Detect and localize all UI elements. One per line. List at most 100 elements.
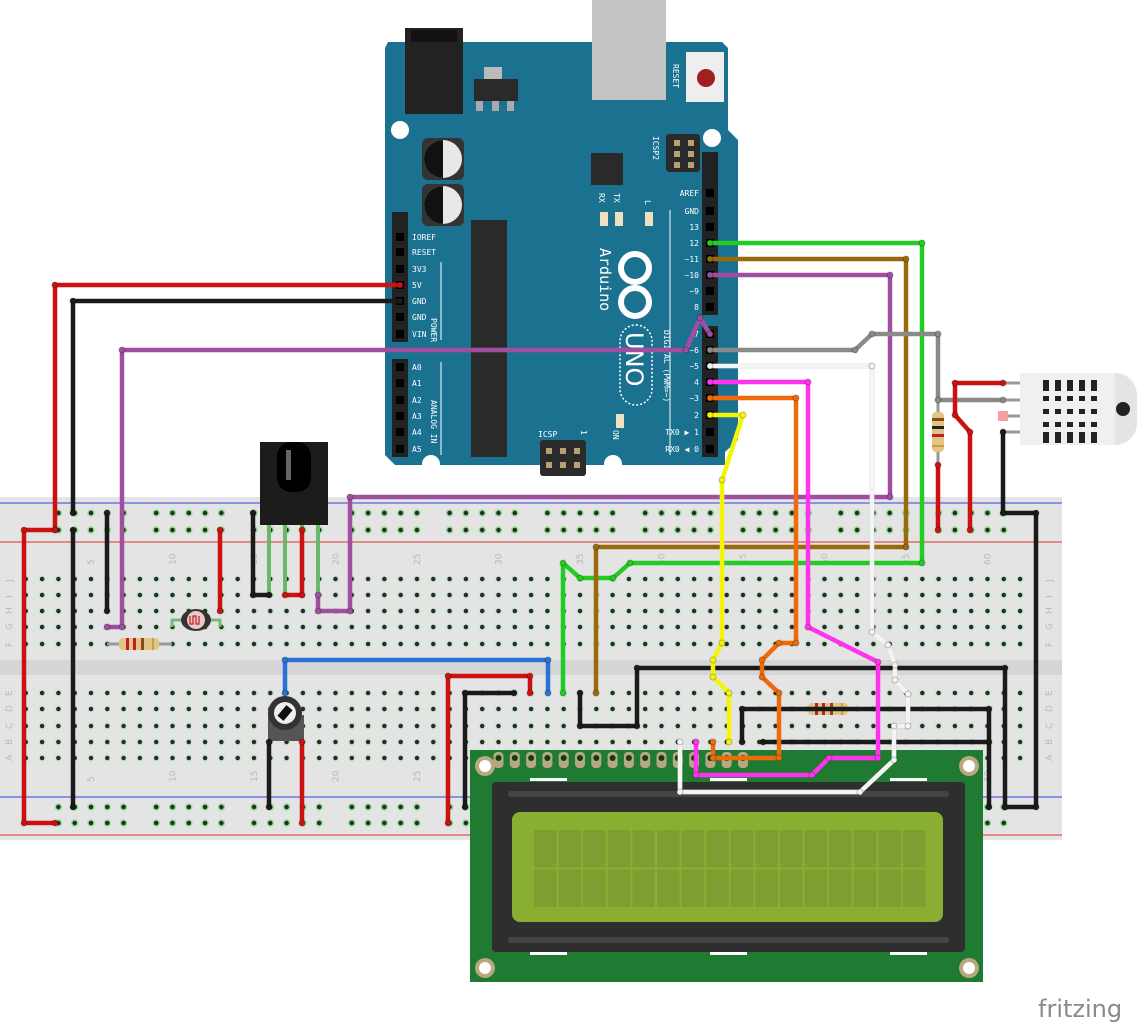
wire-rail-red-left[interactable] [21,527,58,826]
rail-hole [641,509,649,517]
rx-led [600,212,608,226]
breadboard-hole [722,607,731,615]
header-pin[interactable] [396,248,404,256]
rail-hole [282,803,291,811]
wire-joint [592,543,600,551]
breadboard-hole [266,623,275,631]
breadboard-hole [396,754,405,762]
rail-hole [348,803,356,811]
breadboard-hole [348,722,356,730]
pin-label: GND [412,313,427,322]
breadboard-hole [413,607,421,615]
breadboard-hole [918,575,927,583]
header-pin[interactable] [706,207,714,215]
wire-pin2-yellow[interactable] [707,412,746,745]
digital-header-low [702,326,718,457]
wire-lcd-rw-black[interactable] [577,665,1008,810]
header-pin[interactable] [396,428,404,436]
header-pin[interactable] [396,412,404,420]
breadboard-hole [429,738,438,746]
breadboard-hole [608,591,617,599]
row-label: B [5,739,15,745]
wire-joint [1001,664,1009,672]
potentiometer[interactable] [268,696,304,741]
fritzing-logo: fritzing [1038,995,1122,1023]
breadboard-hole [576,607,584,615]
wire-lcd-vcc-red[interactable] [445,673,533,826]
header-pin[interactable] [396,363,404,371]
wire-lcd-k-black[interactable] [739,706,992,810]
rail-hole [478,509,486,517]
icsp-pin1-label: 1 [579,430,588,435]
wire-pin12-green[interactable] [560,240,925,696]
breadboard-hole [837,575,845,583]
wire-joint [265,803,273,811]
wire-pin6-gray[interactable] [707,331,1006,403]
tx-led [615,212,623,226]
column-label: 50 [821,553,831,565]
header-pin[interactable] [706,287,714,295]
breadboard-hole [869,722,878,730]
breadboard-hole [690,623,698,631]
breadboard-hole [788,722,796,730]
lcd-pin-hole [528,755,535,761]
uno-badge [619,324,653,406]
breadboard-hole [54,722,63,730]
breadboard-hole [282,623,291,631]
pin-label: GND [412,297,427,306]
usb-port [592,0,666,100]
wire-pin3-orange[interactable] [707,395,799,761]
breadboard-hole [266,689,275,697]
wire-joint [775,689,783,697]
breadboard-hole [625,738,633,746]
icsp-label: ICSP [538,430,557,439]
lcd-pin-hole [560,755,567,761]
header-pin[interactable] [396,233,404,241]
breadboard-hole [54,623,63,631]
breadboard-hole [527,575,535,583]
header-pin[interactable] [706,428,714,436]
icsp2-pin [688,162,694,168]
wire-joint [999,428,1007,436]
pin-label: AREF [680,189,699,198]
header-pin[interactable] [396,396,404,404]
breadboard-hole [494,705,503,713]
breadboard-hole [853,640,861,648]
header-pin[interactable] [706,303,714,311]
header-pin[interactable] [396,379,404,387]
breadboard-hole [674,722,682,730]
header-pin[interactable] [706,223,714,231]
dht-sensor [998,373,1137,445]
wire-5v-red[interactable] [52,282,403,533]
breadboard-hole [608,640,617,648]
breadboard-hole [657,575,666,583]
breadboard-hole [918,722,927,730]
wire-joint [804,378,812,386]
wire-joint [792,394,800,402]
header-pin[interactable] [396,313,404,321]
reset-button-cap[interactable] [697,69,715,87]
wire-joint [20,819,28,827]
breadboard-hole [348,640,356,648]
header-pin[interactable] [706,445,714,453]
breadboard-hole [429,591,438,599]
lcd-char-cell [878,869,901,907]
header-pin[interactable] [706,189,714,197]
analog-header [392,359,408,457]
header-pin[interactable] [396,265,404,273]
wire-joint [1032,509,1040,517]
breadboard-hole [168,754,177,762]
wire-pot-wiper-blue[interactable] [282,657,551,696]
wire-joint [985,738,993,746]
wire-joint [904,690,912,698]
header-pin[interactable] [396,445,404,453]
breadboard-hole [380,689,389,697]
breadboard-hole [364,640,372,648]
wire-joint [808,771,816,779]
dht-nc-pin [998,411,1008,421]
regulator-pin [492,101,499,111]
rail-hole [494,509,503,517]
header-pin[interactable] [396,330,404,338]
regulator-pin [507,101,514,111]
breadboard-hole [967,575,975,583]
